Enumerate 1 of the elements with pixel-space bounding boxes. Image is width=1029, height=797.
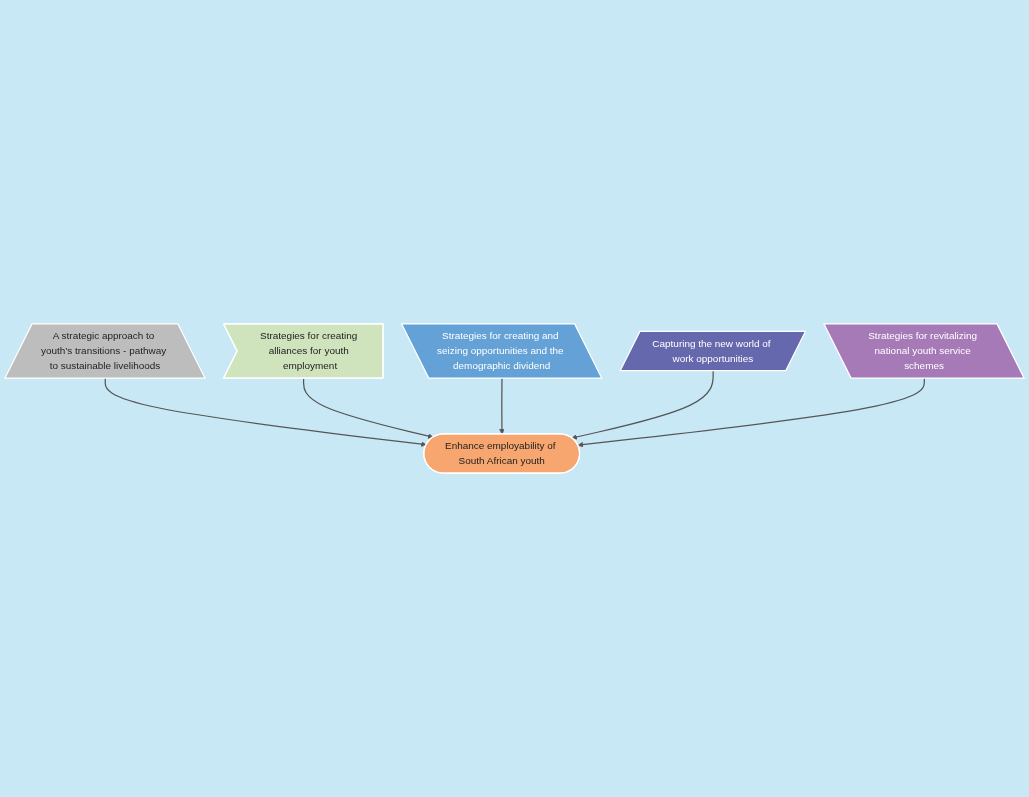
arrow: [571, 370, 714, 440]
